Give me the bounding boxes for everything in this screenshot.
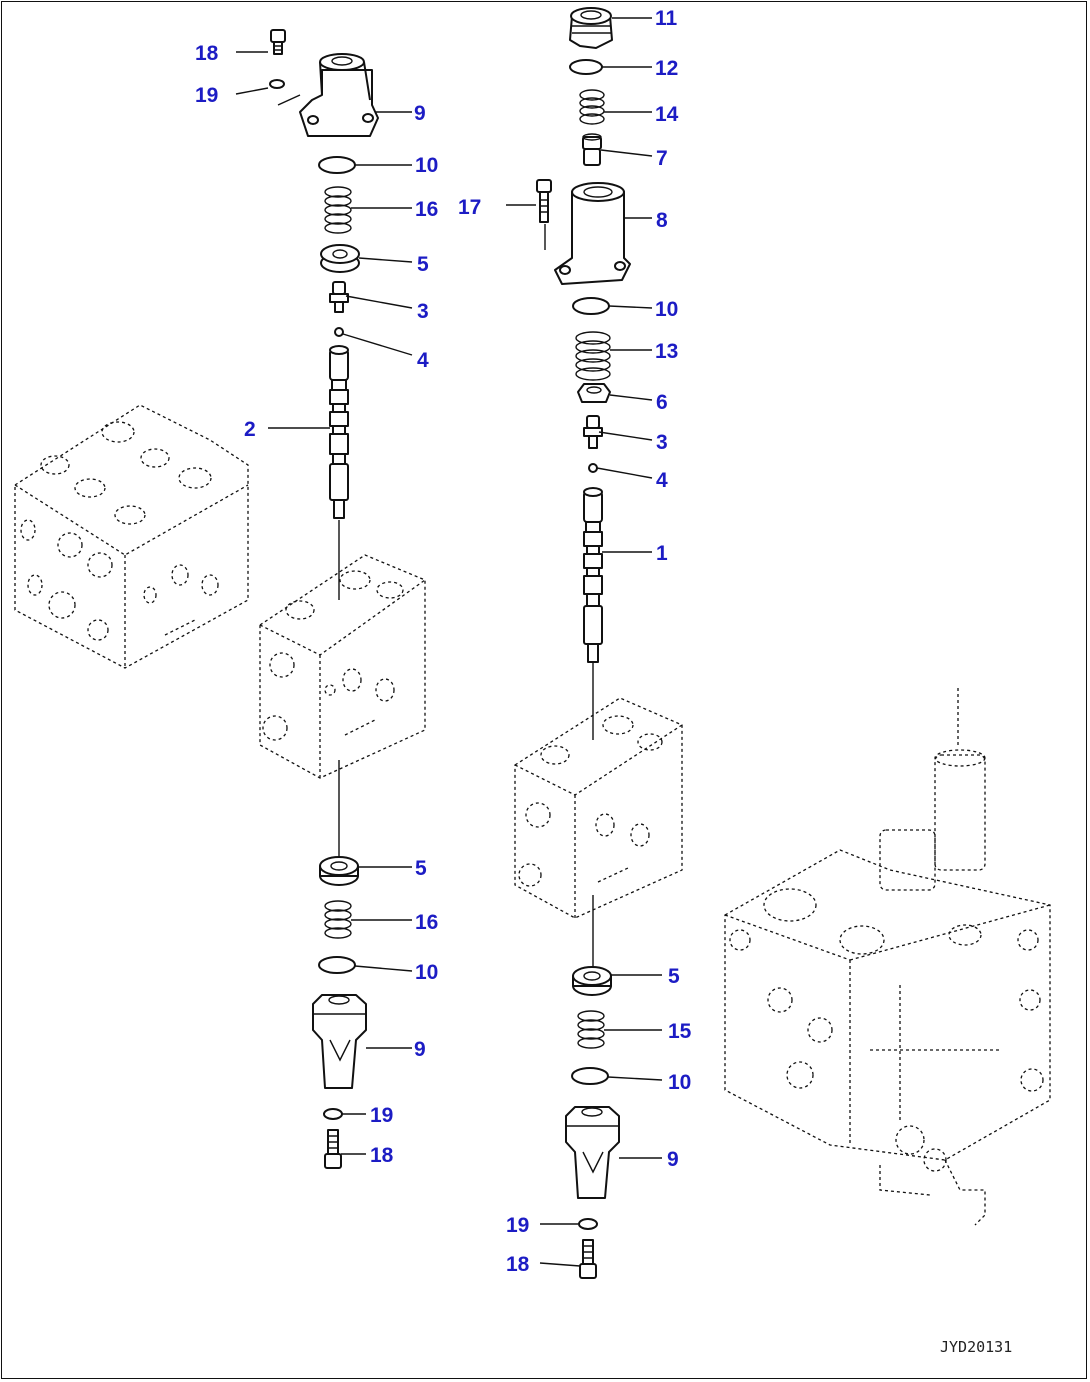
callout: 1 [656,542,668,565]
callout: 7 [656,147,668,170]
stopper-3-left [329,281,349,313]
spool-1 [583,487,603,663]
callout: 9 [414,102,426,125]
callout: 9 [667,1148,679,1171]
callout: 10 [668,1071,691,1094]
leader-lines [235,17,663,1267]
o-ring-10-right-lower [571,1067,609,1085]
spring-15 [577,1010,605,1049]
valve-section-right [514,697,683,919]
callout: 19 [506,1214,529,1237]
callout-labels: 18 19 9 10 16 5 3 4 2 5 16 10 9 19 18 11… [195,7,692,1276]
callout: 10 [415,154,438,177]
callout: 18 [370,1144,394,1167]
bolt-17 [536,179,552,223]
valve-section-left [259,554,426,779]
callout: 10 [655,298,678,321]
callout: 6 [656,391,668,414]
callout: 4 [417,349,429,372]
bolt-18-right [579,1239,597,1279]
spring-16-top-left [324,186,352,234]
piston-7 [582,133,602,166]
cap-9-right [565,1106,620,1199]
retainer-5-top-left [320,244,360,273]
retainer-5-bottom-left [319,856,359,886]
callout: 19 [195,84,218,107]
callout: 9 [414,1038,426,1061]
ball-4-left [334,327,344,337]
center-lines [277,94,594,975]
callout: 13 [655,340,678,363]
callout: 18 [506,1253,530,1276]
spring-13 [575,331,611,381]
right-stack-parts [536,7,631,1279]
callout: 14 [655,103,679,126]
o-ring-10-right-upper [572,297,610,315]
valve-body-upper-left [14,404,249,669]
callout: 5 [417,253,429,276]
callout: 15 [668,1020,692,1043]
left-stack-parts [269,29,379,1169]
cap-9-bottom-left [312,994,367,1089]
stopper-3-right [583,415,603,449]
callout: 11 [655,7,678,30]
o-ring-10-top-left [318,156,356,174]
callout: 2 [244,418,256,441]
cap-9-top-left [299,53,379,137]
callout: 3 [656,431,668,454]
o-ring-12 [569,59,603,75]
retainer-6 [577,383,611,403]
retainer-5-right [572,966,612,996]
callout: 10 [415,961,438,984]
spring-14 [579,89,605,125]
callout: 4 [656,469,668,492]
valve-assembly-lower-right [724,688,1051,1226]
callout: 17 [458,196,481,219]
spool-2 [329,345,349,519]
callout: 19 [370,1104,393,1127]
spring-16-bottom-left [324,900,352,939]
cap-8 [554,182,631,285]
bolt-18-bottom-left [324,1129,342,1169]
callout: 12 [655,57,678,80]
o-ring-10-bottom-left [318,956,356,974]
callout: 16 [415,198,438,221]
plug-11 [569,7,613,49]
washer-19-top-left [269,79,285,89]
washer-19-right [578,1218,598,1230]
callout: 18 [195,42,219,65]
callout: 16 [415,911,438,934]
ball-4-right [588,463,598,473]
washer-19-bottom-left [323,1108,343,1120]
callout: 3 [417,300,429,323]
callout: 8 [656,209,668,232]
figure-code: JYD20131 [940,1338,1012,1356]
bolt-18-top-left [270,29,286,55]
callout: 5 [415,857,427,880]
callout: 5 [668,965,680,988]
